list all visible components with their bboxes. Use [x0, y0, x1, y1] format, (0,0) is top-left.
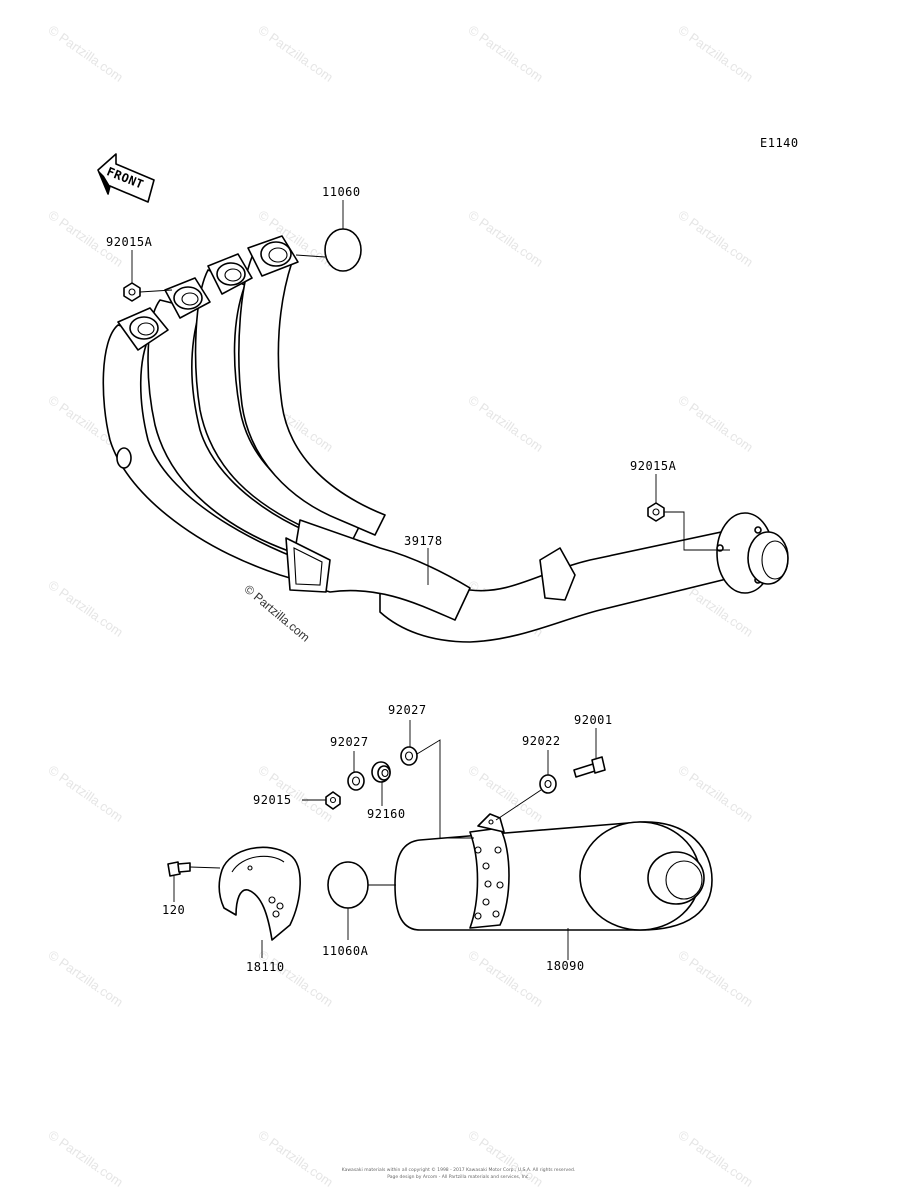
- header-flange-2: [164, 277, 211, 319]
- part-label-92027-top: 92027: [388, 703, 427, 717]
- part-label-92022: 92022: [522, 734, 561, 748]
- collar-92027-top: [400, 746, 418, 766]
- header-flange-4: [247, 235, 299, 277]
- watermark: © Partzilla.com: [466, 207, 546, 270]
- nut-92015: [325, 791, 341, 810]
- watermark: © Partzilla.com: [676, 207, 756, 270]
- washer-92022: [539, 774, 557, 794]
- nut-92015a-top: [123, 282, 141, 302]
- header-flange-3: [207, 253, 253, 295]
- part-label-11060: 11060: [322, 185, 361, 199]
- watermark: © Partzilla.com: [676, 392, 756, 455]
- watermark: © Partzilla.com: [466, 1127, 546, 1190]
- watermark: © Partzilla.com: [676, 1127, 756, 1190]
- muffler-flange: [716, 512, 789, 594]
- muffler-cover-18110: [218, 846, 301, 941]
- grommet-92160: [371, 761, 391, 783]
- watermark: © Partzilla.com: [676, 947, 756, 1010]
- part-label-120: 120: [162, 903, 185, 917]
- watermark: © Partzilla.com: [46, 577, 126, 640]
- collar-92027-left: [347, 771, 365, 791]
- watermark: © Partzilla.com: [256, 22, 336, 85]
- watermark: © Partzilla.com: [676, 22, 756, 85]
- watermark: © Partzilla.com: [676, 762, 756, 825]
- watermark: © Partzilla.com: [46, 1127, 126, 1190]
- front-arrow-icon: FRONT: [97, 153, 155, 203]
- part-label-18090: 18090: [546, 959, 585, 973]
- gasket-11060: [324, 228, 362, 272]
- watermark: © Partzilla.com: [46, 762, 126, 825]
- part-label-18110: 18110: [246, 960, 285, 974]
- part-label-92015: 92015: [253, 793, 292, 807]
- footer-credit: Page design by Arcom - All Partzilla mat…: [387, 1175, 530, 1180]
- part-label-92015a-top: 92015A: [106, 235, 153, 249]
- part-label-39178: 39178: [404, 534, 443, 548]
- part-label-92001: 92001: [574, 713, 613, 727]
- watermark: © Partzilla.com: [46, 22, 126, 85]
- watermark: © Partzilla.com: [466, 392, 546, 455]
- nut-92015a-right: [647, 502, 665, 522]
- part-label-92027-left: 92027: [330, 735, 369, 749]
- watermark: © Partzilla.com: [466, 947, 546, 1010]
- part-label-92160: 92160: [367, 807, 406, 821]
- watermark: © Partzilla.com: [466, 22, 546, 85]
- watermark: © Partzilla.com: [466, 762, 546, 825]
- bolt-120: [167, 861, 191, 877]
- header-pipe-assembly-39178: [102, 235, 789, 643]
- part-label-92015a-right: 92015A: [630, 459, 677, 473]
- watermark: © Partzilla.com: [46, 947, 126, 1010]
- watermark: © Partzilla.com: [256, 1127, 336, 1190]
- diagram-code: E1140: [760, 136, 799, 150]
- gasket-11060a: [327, 861, 369, 909]
- muffler-18090: [394, 813, 713, 931]
- bolt-92001: [573, 756, 606, 778]
- footer-copyright: Kawasaki materials within all copyright …: [341, 1168, 576, 1173]
- header-flange-1: [117, 307, 169, 351]
- part-label-11060a: 11060A: [322, 944, 369, 958]
